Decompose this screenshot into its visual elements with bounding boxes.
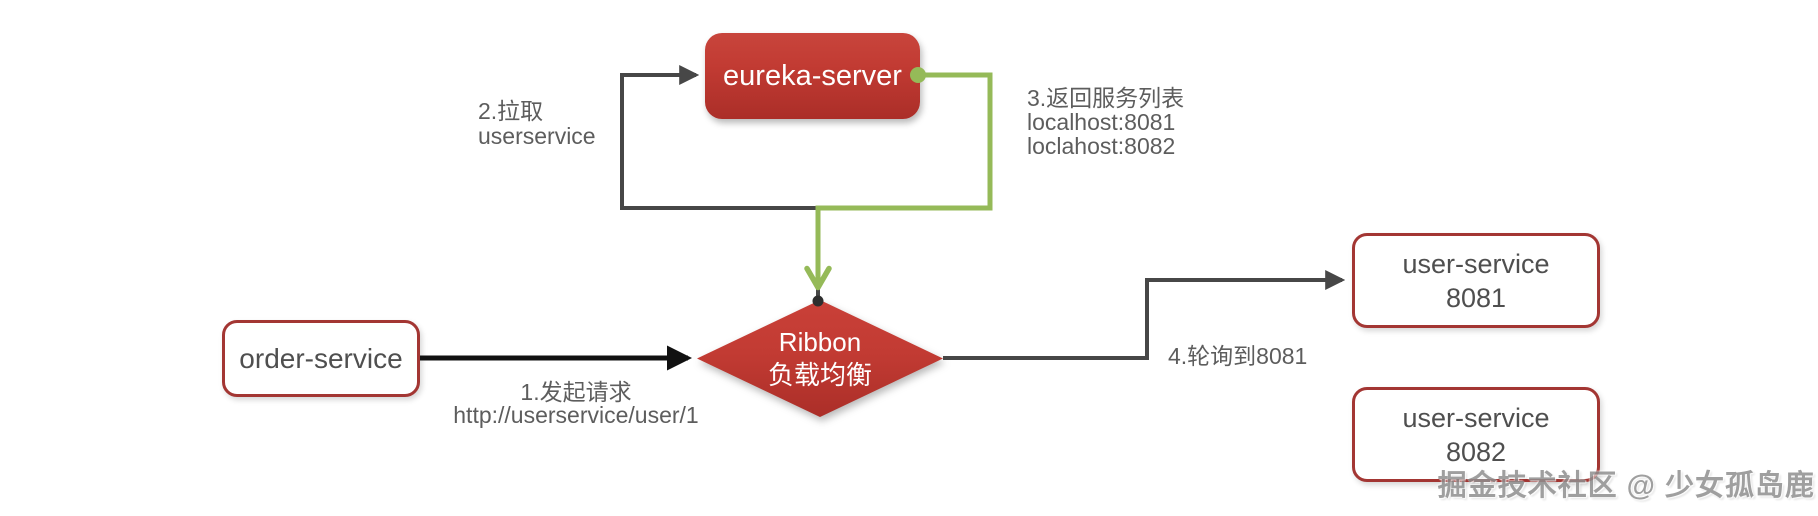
node-eureka-server: eureka-server: [705, 33, 920, 119]
user-service-8081-name: user-service: [1402, 248, 1550, 279]
ribbon-diamond-shape: Ribbon 负载均衡: [697, 300, 943, 417]
ribbon-label-line1: Ribbon: [778, 326, 862, 357]
label-step4-poll: 4.轮询到8081: [1168, 344, 1307, 369]
order-service-label: order-service: [239, 342, 403, 374]
step1-line2: http://userservice/user/1: [453, 402, 699, 428]
ribbon-label-line2: 负载均衡: [767, 359, 872, 390]
step2-line1: 2.拉取: [478, 98, 544, 124]
node-user-service-8081: user-service 8081: [1352, 233, 1600, 328]
step1-line1: 1.发起请求: [520, 379, 632, 405]
user-service-8082-name: user-service: [1402, 402, 1550, 433]
node-order-service: order-service: [222, 320, 420, 397]
watermark: 掘金技术社区 @ 少女孤岛鹿: [1437, 470, 1815, 502]
user-service-8082-port: 8082: [1445, 436, 1507, 467]
step4-text: 4.轮询到8081: [1168, 343, 1308, 369]
node-user-service-8082: user-service 8082: [1352, 387, 1600, 482]
label-step3-return-list: 3.返回服务列表 localhost:8081 loclahost:8082: [1027, 86, 1184, 158]
user-service-8081-port: 8081: [1445, 282, 1507, 313]
step3-line1: 3.返回服务列表: [1027, 85, 1185, 111]
step3-line2: localhost:8081: [1027, 109, 1176, 135]
label-step1-request: 1.发起请求 http://userservice/user/1: [430, 381, 722, 427]
step3-line3: loclahost:8082: [1027, 133, 1176, 159]
eureka-server-label: eureka-server: [723, 59, 902, 92]
step2-line2: userservice: [478, 123, 596, 149]
node-ribbon-load-balancer: Ribbon 负载均衡: [697, 300, 943, 417]
label-step2-pull: 2.拉取 userservice: [478, 99, 596, 149]
